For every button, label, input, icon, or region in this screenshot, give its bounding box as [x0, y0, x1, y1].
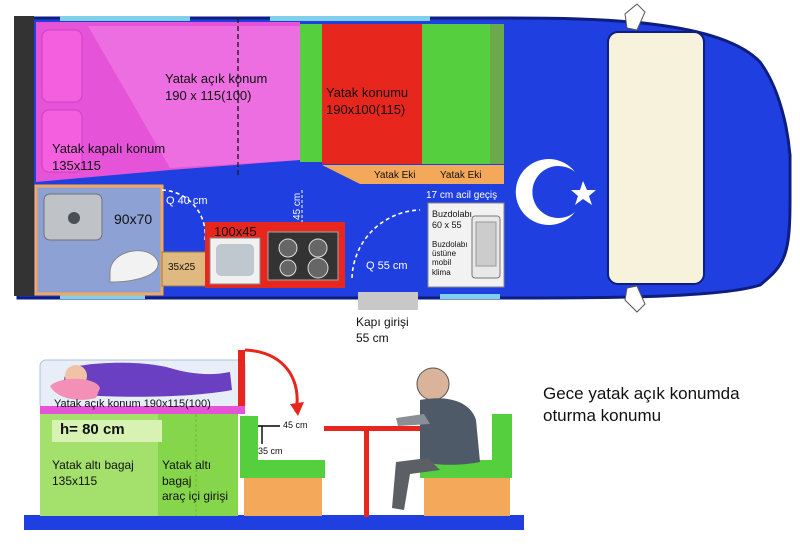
q55-label: Q 55 cm [366, 260, 408, 272]
person-lying [64, 362, 232, 397]
window-strip-bottom-2 [440, 294, 500, 299]
bed-closed-cushion-2 [41, 109, 83, 173]
seat-box-right [424, 478, 510, 516]
wc-size-label: 90x70 [114, 211, 153, 227]
green-column-dark [490, 24, 504, 164]
door-step [358, 292, 418, 310]
door-name: Kapı girişi [356, 315, 409, 329]
bed-closed-cushion-1 [41, 29, 83, 103]
door-size: 55 cm [356, 331, 389, 345]
q40-label: Q 40 cm [166, 195, 208, 207]
bed-open-size: 190 x 115(100) [165, 88, 252, 103]
seat-45-label: 45 cm [283, 420, 308, 430]
sink-size-label: 100x45 [214, 224, 257, 239]
bed-extra-label-1: Yatak Eki [374, 170, 416, 181]
wc-drain [68, 212, 80, 224]
seat-35-label: 35 cm [258, 446, 283, 456]
fridge-top-note: Buzdolabı üstüne mobil klima [432, 240, 468, 277]
green-column-left [300, 24, 322, 162]
floor-strip [24, 515, 524, 530]
storage-left-label: Yatak altı bagaj 135x115 [52, 458, 134, 488]
seat-back-right [492, 414, 512, 464]
cabinet-size-label: 35x25 [168, 262, 196, 273]
seat-base-left [240, 460, 325, 478]
bed-position-area [322, 24, 422, 164]
emergency-passage-label: 17 cm acil geçiş [426, 190, 498, 201]
mirror-bottom [624, 285, 646, 313]
bed-base-bar [40, 406, 245, 414]
seated-head [416, 367, 450, 401]
burner-1 [278, 238, 298, 258]
table-leg [364, 431, 369, 517]
q55-door-arc [351, 209, 421, 279]
dashboard [607, 31, 705, 285]
seat-box-left [244, 478, 322, 516]
seated-legs [392, 458, 440, 510]
caption: Gece yatak açık konumda oturma konumu [543, 384, 740, 426]
stove [267, 231, 339, 281]
window-strip-top-2 [270, 16, 430, 21]
bed-open-name: Yatak açık konum [165, 71, 268, 86]
seated-arm [396, 414, 430, 426]
fold-arrow-head [290, 402, 304, 416]
storage-right-label: Yatak altı bagaj araç içi girişi [162, 458, 229, 504]
seated-body [420, 398, 480, 465]
rear-wall [14, 16, 34, 296]
bed-panel-rail [238, 350, 245, 412]
fridge-size: 60 x 55 [432, 220, 462, 230]
star [571, 181, 596, 205]
bed-extra-strip-1 [322, 165, 428, 184]
fridge-name: Buzdolabı [432, 209, 473, 219]
cabinet-35x25 [161, 251, 207, 287]
height-label: h= 80 cm [60, 421, 125, 438]
pillow [50, 378, 100, 400]
fold-arrow-arc [244, 348, 299, 413]
bed-closed-size: 135x115 [52, 158, 101, 173]
wc-toilet [109, 250, 159, 283]
burner-2 [308, 238, 328, 258]
sink-basin [216, 244, 254, 276]
window-strip-bottom [60, 294, 145, 299]
burner-3 [279, 259, 297, 277]
bed-extra-label-2: Yatak Eki [440, 170, 482, 181]
bed-fold-triangle [88, 26, 300, 168]
bed-position-name: Yatak konumu [326, 85, 409, 100]
window-strip-top [60, 16, 190, 21]
storage-block-right [158, 414, 238, 516]
burner-4 [307, 257, 329, 279]
bed-closed-name: Yatak kapalı konum [52, 141, 166, 156]
mobile-ac-grill [475, 221, 497, 267]
mirror-top [624, 3, 646, 31]
table-top [324, 426, 444, 431]
h80-label-bg [52, 420, 162, 442]
bed-extra-strip-2 [428, 165, 504, 184]
dim-45-label: 45 cm [292, 192, 303, 220]
bed-position-size: 190x100(115) [326, 102, 406, 117]
crescent-moon [515, 159, 575, 226]
seat-back-left [240, 416, 258, 462]
side-bed-label: Yatak açık konum 190x115(100) [54, 398, 211, 410]
